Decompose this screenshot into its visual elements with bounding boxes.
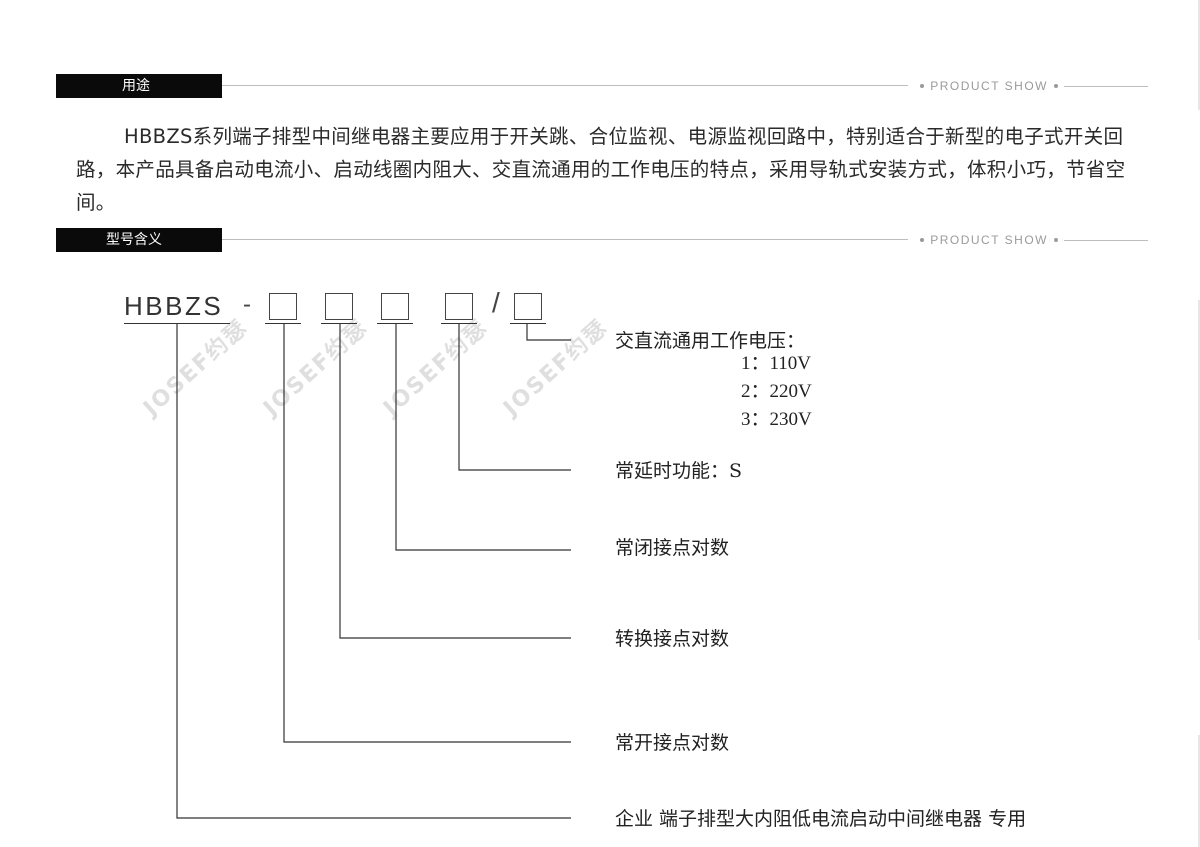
section-divider <box>222 85 1148 86</box>
box-underline <box>377 323 413 324</box>
usage-paragraph: HBBZS系列端子排型中间继电器主要应用于开关跳、合位监视、电源监视回路中，特别… <box>76 125 1126 214</box>
box-underline <box>510 323 546 324</box>
connector-delay <box>458 324 571 471</box>
placeholder-box-no <box>269 293 297 320</box>
prefix-underline <box>124 323 230 324</box>
delay-label: 常延时功能：S <box>615 460 743 482</box>
section-header-model: 型号含义 PRODUCT SHOW <box>56 228 1148 252</box>
box-underline <box>321 323 357 324</box>
placeholder-box-nc <box>381 293 409 320</box>
voltage-option: 3：230V <box>741 409 812 430</box>
bullet-icon <box>1054 84 1058 88</box>
box-underline <box>265 323 301 324</box>
model-prefix: HBBZS <box>124 291 224 321</box>
voltage-option: 1：110V <box>741 353 812 374</box>
placeholder-box-changeover <box>325 293 353 320</box>
nc-contacts-label: 常闭接点对数 <box>615 537 730 559</box>
divider-tail <box>1064 239 1148 241</box>
connector-changeover <box>339 324 571 639</box>
no-contacts-label: 常开接点对数 <box>615 732 730 754</box>
box-underline <box>441 323 477 324</box>
voltage-title: 交直流通用工作电压： <box>615 330 806 352</box>
edge-mark <box>1198 300 1200 640</box>
bullet-icon <box>920 238 925 242</box>
product-show-label: PRODUCT SHOW <box>930 233 1048 247</box>
placeholder-box-delay <box>445 293 473 320</box>
section-title: 用途 <box>56 74 222 98</box>
product-show-tag: PRODUCT SHOW <box>908 78 1148 94</box>
edge-mark <box>1198 0 1200 110</box>
section-divider <box>222 239 1148 240</box>
bullet-icon <box>1054 238 1058 242</box>
model-dash: - <box>243 291 251 318</box>
voltage-option: 2：220V <box>741 381 812 402</box>
company-label: 企业 端子排型大内阻低电流启动中间继电器 专用 <box>615 808 1027 830</box>
connector-company <box>176 324 571 819</box>
section-title: 型号含义 <box>56 228 222 252</box>
edge-mark <box>1198 735 1200 847</box>
divider-tail <box>1064 85 1148 87</box>
connector-no <box>283 324 571 743</box>
changeover-contacts-label: 转换接点对数 <box>615 628 730 650</box>
connector-voltage <box>526 324 571 341</box>
product-show-tag: PRODUCT SHOW <box>908 232 1148 248</box>
placeholder-box-voltage <box>514 293 542 320</box>
connector-nc <box>395 324 571 551</box>
model-slash: / <box>492 287 500 318</box>
section-header-usage: 用途 PRODUCT SHOW <box>56 74 1148 98</box>
product-show-label: PRODUCT SHOW <box>930 79 1048 93</box>
bullet-icon <box>920 84 925 88</box>
